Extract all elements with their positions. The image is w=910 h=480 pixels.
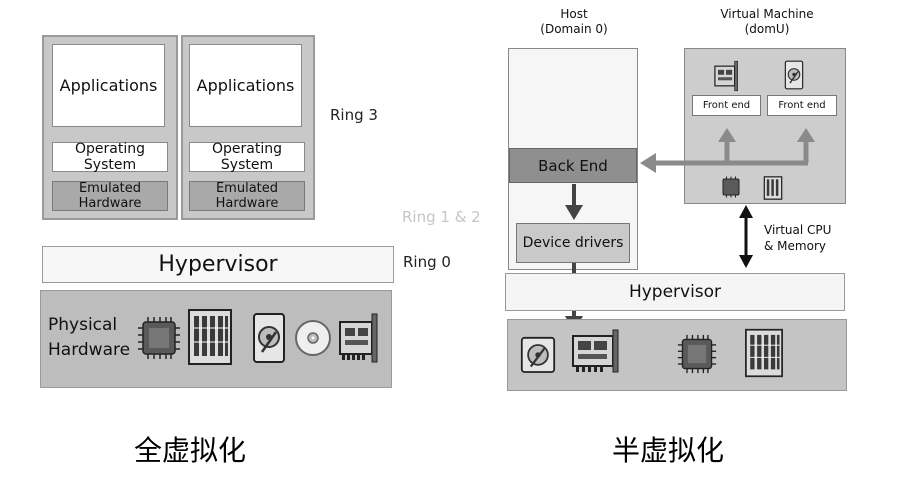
physical-hardware-label: Physical Hardware <box>48 315 131 360</box>
host-title: Host (Domain 0) <box>540 7 608 36</box>
back-end-box: Back End <box>509 148 637 183</box>
ring3-label: Ring 3 <box>330 106 378 124</box>
cpu-chip-icon-domu <box>722 176 740 198</box>
operating-system-box-2: Operating System <box>189 141 305 173</box>
emulated-hardware-box-2: Emulated Hardware <box>189 181 305 211</box>
vm-title: Virtual Machine (domU) <box>720 7 814 36</box>
physical-hardware-panel-right <box>507 319 847 391</box>
hard-disk-icon-domu <box>784 60 804 90</box>
vcpu-memory-double-arrow <box>739 205 753 268</box>
hard-disk-icon <box>253 313 285 363</box>
memory-module-icon-domu <box>763 176 783 200</box>
applications-box-2: Applications <box>189 44 302 127</box>
optical-disc-icon <box>295 320 331 356</box>
hypervisor-bar-left: Hypervisor <box>42 246 394 283</box>
hard-disk-icon-right <box>520 336 556 373</box>
caption-full-virtualization: 全虚拟化 <box>134 434 247 467</box>
cpu-chip-icon <box>138 317 180 359</box>
front-end-up-arrow-1 <box>718 128 736 163</box>
cpu-chip-icon-right <box>677 334 717 374</box>
caption-para-virtualization: 半虚拟化 <box>612 434 725 467</box>
front-end-box-2: Front end <box>767 95 837 116</box>
front-end-box-1: Front end <box>692 95 761 116</box>
operating-system-box-1: Operating System <box>52 141 168 173</box>
front-end-up-arrow-2 <box>797 128 815 163</box>
hypervisor-bar-right: Hypervisor <box>505 273 845 311</box>
memory-module-icon <box>188 309 232 365</box>
memory-module-icon-right <box>745 328 783 378</box>
network-card-icon-domu <box>714 60 738 92</box>
vcpu-memory-label: Virtual CPU & Memory <box>764 223 832 253</box>
network-card-icon-right <box>572 329 619 373</box>
frontend-to-backend-arrow <box>640 153 808 173</box>
ring0-label: Ring 0 <box>403 253 451 271</box>
device-drivers-box: Device drivers <box>516 223 630 263</box>
ring12-label: Ring 1 & 2 <box>402 208 481 226</box>
network-card-icon <box>339 313 378 363</box>
emulated-hardware-box-1: Emulated Hardware <box>52 181 168 211</box>
backend-to-drivers-arrow <box>565 184 583 220</box>
applications-box-1: Applications <box>52 44 165 127</box>
